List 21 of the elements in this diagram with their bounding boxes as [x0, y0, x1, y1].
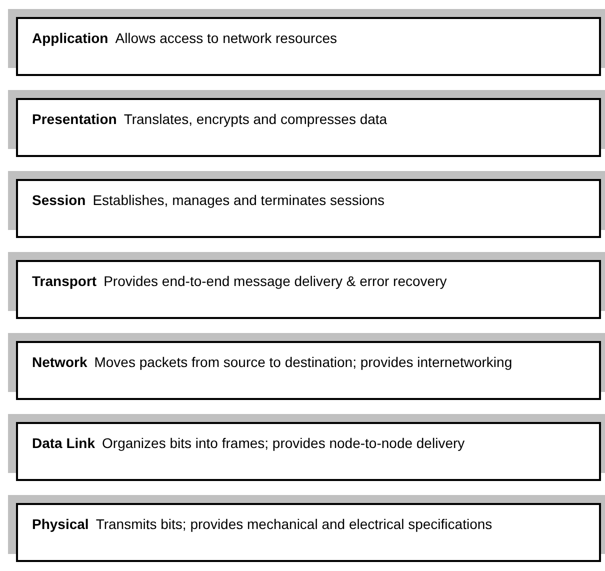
- layer-name: Application: [32, 29, 108, 48]
- layer-name: Transport: [32, 272, 97, 291]
- layer-description: Transmits bits; provides mechanical and electrical specifications: [96, 515, 494, 534]
- layer-name: Data Link: [32, 434, 96, 453]
- layer-description: Translates, encrypts and compresses data: [124, 110, 388, 129]
- layer-name: Network: [32, 353, 88, 372]
- layer-description: Establishes, manages and terminates sessions: [92, 191, 386, 210]
- layer-name: Presentation: [32, 110, 117, 129]
- layer-name: Session: [32, 191, 86, 210]
- layer-box: [16, 17, 601, 76]
- layer-box: [16, 422, 601, 481]
- layer-box: [16, 98, 601, 157]
- layer-description: Organizes bits into frames; provides node-to-node delivery: [102, 434, 466, 453]
- layer-name: Physical: [32, 515, 89, 534]
- layer-description: Provides end-to-end message delivery & error recovery: [104, 272, 448, 291]
- layer-description: Moves packets from source to destination; provides internetworking: [94, 353, 514, 372]
- layer-box: [16, 179, 601, 238]
- layer-description: Allows access to network resources: [115, 29, 338, 48]
- layer-box: [16, 341, 601, 400]
- layer-box: [16, 260, 601, 319]
- layer-box: [16, 503, 601, 562]
